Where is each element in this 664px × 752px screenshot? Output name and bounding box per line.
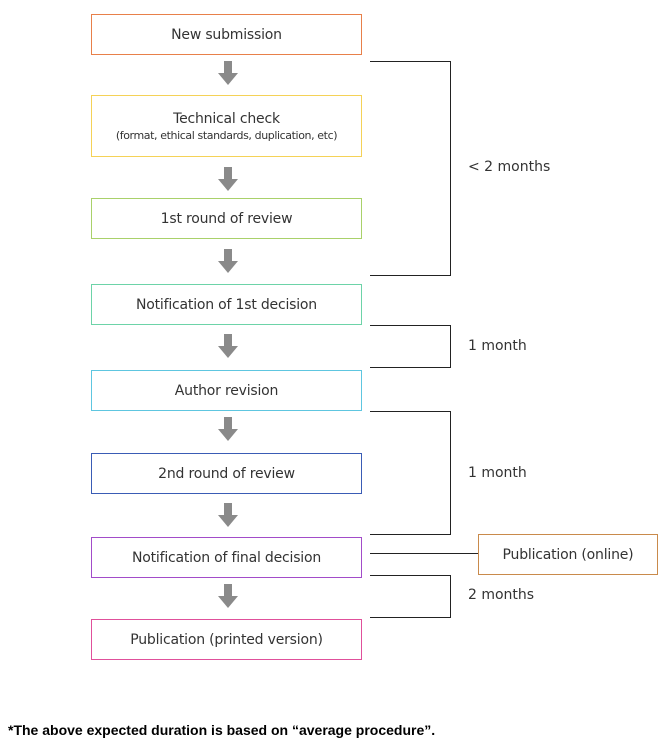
duration-bracket <box>370 575 451 618</box>
online-publication-box: Publication (online) <box>478 534 658 575</box>
duration-bracket <box>370 411 451 535</box>
duration-label: 1 month <box>468 465 527 481</box>
step-label: New submission <box>171 26 282 43</box>
duration-bracket <box>370 61 451 276</box>
step-new-submission: New submission <box>91 14 362 55</box>
step-second-review: 2nd round of review <box>91 453 362 494</box>
down-arrow-icon <box>218 61 238 85</box>
duration-label: 2 months <box>468 587 535 603</box>
connector-line <box>370 553 478 554</box>
step-label: Author revision <box>174 382 279 399</box>
online-publication-label: Publication (online) <box>502 546 634 563</box>
step-first-decision: Notification of 1st decision <box>91 284 362 325</box>
down-arrow-icon <box>218 503 238 527</box>
down-arrow-icon <box>218 417 238 441</box>
down-arrow-icon <box>218 334 238 358</box>
step-label: Notification of 1st decision <box>136 296 317 313</box>
step-label: Notification of final decision <box>131 549 322 566</box>
duration-label: 1 month <box>468 338 527 354</box>
step-label: Technical check <box>173 110 280 127</box>
step-technical-check: Technical check (format, ethical standar… <box>91 95 362 157</box>
step-final-decision: Notification of final decision <box>91 537 362 578</box>
down-arrow-icon <box>218 249 238 273</box>
step-label: Publication (printed version) <box>130 631 323 648</box>
step-sublabel: (format, ethical standards, duplication,… <box>115 128 338 142</box>
step-author-revision: Author revision <box>91 370 362 411</box>
step-printed-publication: Publication (printed version) <box>91 619 362 660</box>
footnote: *The above expected duration is based on… <box>8 722 436 738</box>
duration-label: < 2 months <box>468 159 551 175</box>
step-first-review: 1st round of review <box>91 198 362 239</box>
step-label: 2nd round of review <box>158 465 295 482</box>
duration-bracket <box>370 325 451 368</box>
step-label: 1st round of review <box>160 210 293 227</box>
down-arrow-icon <box>218 167 238 191</box>
down-arrow-icon <box>218 584 238 608</box>
